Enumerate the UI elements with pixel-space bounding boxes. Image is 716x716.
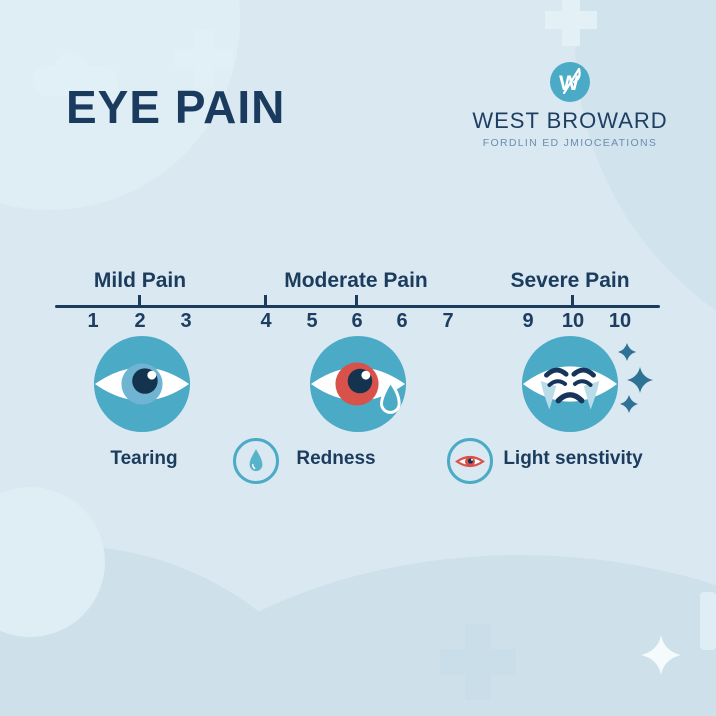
scale-number: 1 bbox=[87, 310, 99, 332]
section-label-severe: Severe Pain bbox=[510, 269, 630, 292]
scale-number: 9 bbox=[522, 310, 534, 332]
sparkle-icon bbox=[641, 635, 681, 675]
section-label-mild: Mild Pain bbox=[93, 269, 187, 292]
scale-tick bbox=[571, 295, 574, 308]
scale-number: 6 bbox=[351, 310, 363, 332]
scale-number: 6 bbox=[396, 310, 408, 332]
scale-number: 10 bbox=[561, 310, 585, 332]
decor-blob-right-edge bbox=[575, 0, 716, 370]
symptom-label-light-sensitivity: Light senstivity bbox=[503, 448, 643, 469]
blue-eye-icon bbox=[93, 335, 191, 433]
west-broward-logo-icon: W bbox=[550, 62, 590, 102]
scale-number: 3 bbox=[180, 310, 192, 332]
decor-rect-right-edge bbox=[700, 592, 716, 650]
scale-tick bbox=[355, 295, 358, 308]
logo-tagline: FORDLIN ED JMIOCEATIONS bbox=[482, 137, 658, 149]
red-eye-tear-icon bbox=[309, 335, 407, 433]
symptom-label-redness: Redness bbox=[296, 448, 376, 469]
crying-squint-eye-icon bbox=[521, 335, 619, 433]
scale-number: 10 bbox=[608, 310, 632, 332]
water-drop-badge bbox=[233, 438, 279, 484]
decor-cloud bbox=[32, 66, 118, 96]
scale-number: 4 bbox=[260, 310, 272, 332]
scale-number: 7 bbox=[442, 310, 454, 332]
red-eye-icon bbox=[455, 455, 485, 467]
light-sparkles-icon bbox=[618, 343, 653, 413]
red-eye-badge bbox=[447, 438, 493, 484]
scale-tick bbox=[138, 295, 141, 308]
water-drop-icon bbox=[249, 449, 263, 472]
scale-tick bbox=[264, 295, 267, 308]
page-title: EYE PAIN bbox=[66, 81, 286, 133]
scale-number: 5 bbox=[306, 310, 318, 332]
scale-number: 2 bbox=[134, 310, 146, 332]
symptom-label-tearing: Tearing bbox=[110, 448, 178, 469]
section-label-moderate: Moderate Pain bbox=[284, 269, 428, 292]
logo-name: WEST BROWARD bbox=[472, 108, 668, 133]
